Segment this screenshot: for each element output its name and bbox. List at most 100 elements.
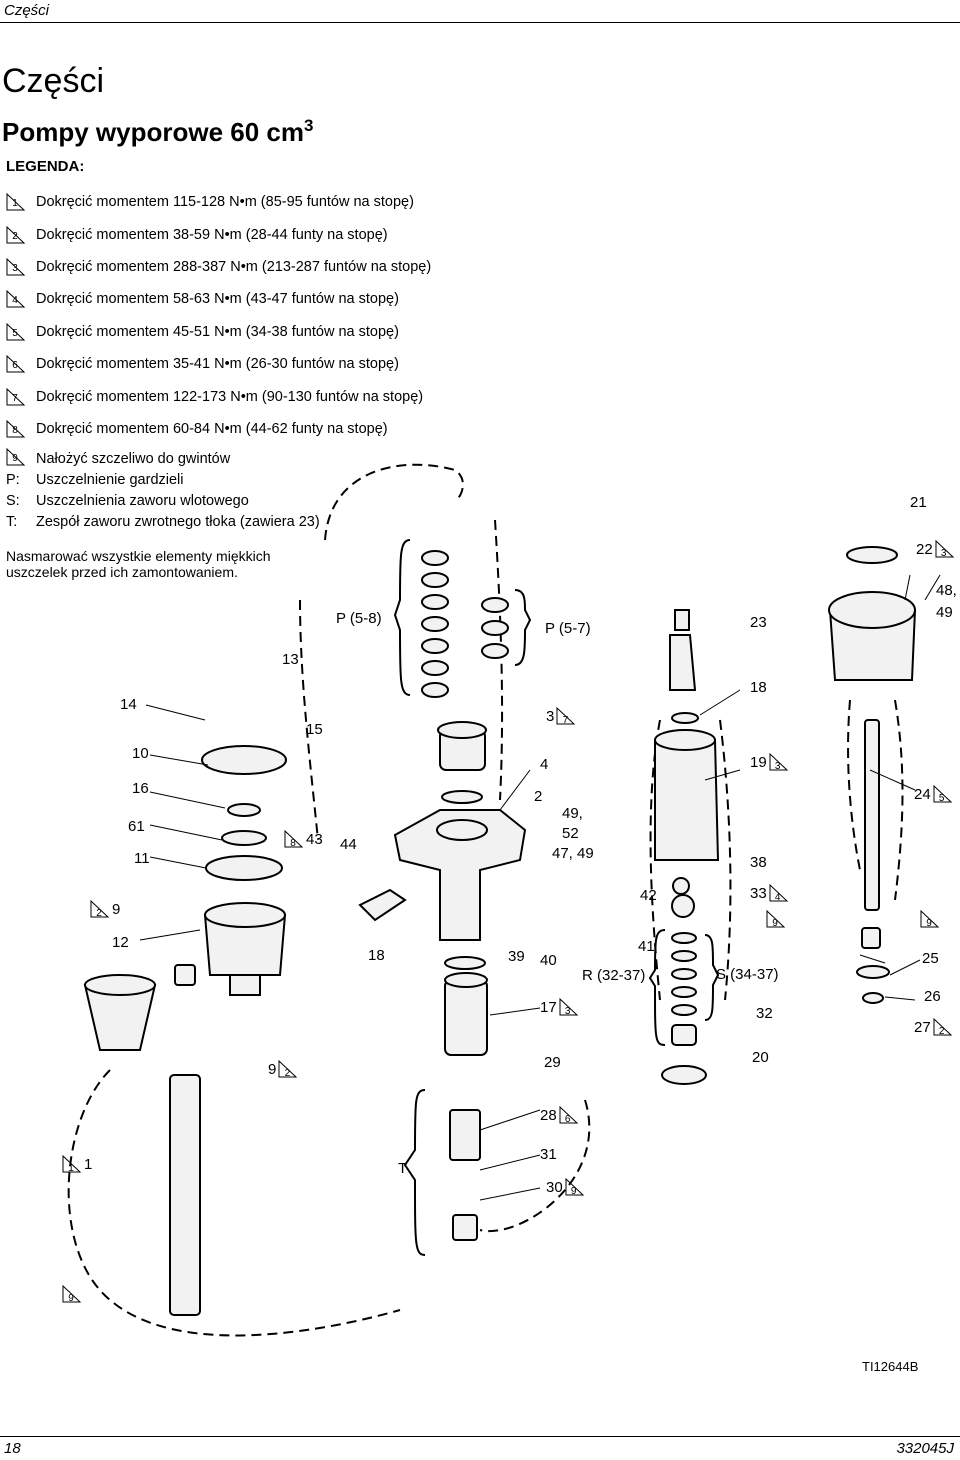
leader-line — [499, 769, 531, 811]
warning-triangle-icon: 6 — [559, 1106, 579, 1125]
part-callout: 41 — [638, 938, 655, 955]
legend-torque-row: 3 Dokręcić momentem 288-387 N•m (213-287 … — [6, 251, 431, 283]
part-callout: 11 — [134, 850, 150, 867]
displacement-rod — [169, 1074, 201, 1316]
warning-triangle-icon: 1 — [62, 1155, 82, 1174]
dashed-guide-line — [847, 699, 861, 871]
legend-torque-text: Dokręcić momentem 58-63 N•m (43-47 funtó… — [36, 291, 399, 308]
part-callout: 18 — [750, 679, 767, 696]
leader-line — [149, 856, 207, 869]
part-callout: 25 — [922, 950, 939, 967]
part-callout: 26 — [924, 988, 941, 1005]
leader-line — [139, 929, 201, 941]
warning-triangle-icon: 8 — [6, 419, 26, 438]
legend-key-row: T:Zespół zaworu zwrotnego tłoka (zawiera… — [6, 513, 320, 530]
legend-torque-row: 5 Dokręcić momentem 45-51 N•m (34-38 funt… — [6, 316, 431, 348]
part-callout: 9 — [920, 910, 940, 929]
dashed-guide-line — [479, 1099, 591, 1233]
page-title: Części — [2, 62, 105, 100]
bleed-nut — [174, 964, 196, 986]
legend-sealant-text: Nałożyć szczeliwo do gwintów — [36, 450, 231, 467]
legend-torque-text: Dokręcić momentem 38-59 N•m (28-44 funty… — [36, 226, 388, 243]
part-callout: P (5-8) — [336, 610, 382, 627]
part-callout: 29 — [544, 1054, 561, 1071]
legend-torque-row: 7 Dokręcić momentem 122-173 N•m (90-130 f… — [6, 380, 431, 412]
pump-cylinder — [444, 979, 488, 1056]
pump-outlet-housing — [393, 809, 527, 941]
part-callout: 61 — [128, 818, 145, 835]
legend-key-row: P:Uszczelnienie gardzieli — [6, 471, 184, 488]
running-header: Części — [4, 2, 50, 19]
intake-housing — [654, 739, 720, 861]
dashed-guide-line — [719, 719, 732, 1001]
legend-torque-row: 2 Dokręcić momentem 38-59 N•m (28-44 funt… — [6, 218, 431, 250]
page-number: 18 — [4, 1440, 21, 1457]
warning-triangle-icon: 5 — [933, 785, 953, 804]
leader-line — [924, 574, 941, 601]
legend-key-list: 9 Nałożyć szczeliwo do gwintów P:Uszczel… — [6, 447, 320, 532]
legend-sealant-row: 9 Nałożyć szczeliwo do gwintów — [6, 447, 320, 469]
part-callout: 13 — [282, 651, 299, 668]
foot-valve-seat — [661, 1065, 707, 1085]
leader-line — [889, 959, 921, 976]
outlet-fitting — [358, 888, 407, 922]
warning-triangle-icon: 3 — [559, 998, 579, 1017]
mounting-plate — [201, 745, 287, 775]
warning-triangle-icon: 9 — [920, 910, 940, 929]
part-callout: P (5-7) — [545, 620, 591, 637]
leader-line — [884, 996, 916, 1001]
leader-line — [704, 769, 741, 781]
part-callout: 47, 49 — [552, 845, 594, 862]
warning-triangle-icon: 5 — [6, 322, 26, 341]
part-callout: 52 — [562, 825, 579, 842]
warning-triangle-icon: 1 — [6, 193, 26, 211]
part-callout: S (34-37) — [716, 966, 779, 983]
warning-triangle-icon: 3 — [6, 257, 26, 276]
legend-torque-text: Dokręcić momentem 122-173 N•m (90-130 fu… — [36, 388, 424, 405]
warning-triangle-icon: 6 — [6, 355, 26, 373]
legend-torque-text: Dokręcić momentem 288-387 N•m (213-287 f… — [36, 258, 432, 275]
part-callout: 12 — [112, 934, 129, 951]
legend-torque-text: Dokręcić momentem 35-41 N•m (26-30 funtó… — [36, 356, 399, 373]
leader-line — [149, 754, 209, 766]
document-number: 332045J — [896, 1440, 954, 1457]
page-subtitle: Pompy wyporowe 60 cm3 — [2, 116, 314, 147]
footer-rule — [0, 1436, 960, 1437]
leader-line — [479, 1187, 541, 1201]
warning-triangle-icon: 4 — [769, 884, 789, 903]
part-callout: 23 — [750, 614, 767, 631]
part-callout: 10 — [132, 745, 149, 762]
legend-torque-list: 1 Dokręcić momentem 115-128 N•m (85-95 fu… — [6, 186, 431, 445]
warning-triangle-icon: 9 — [6, 447, 26, 466]
part-callout: 49 — [936, 604, 953, 621]
dashed-guide-line — [494, 519, 504, 801]
part-callout: 9 — [766, 910, 786, 929]
leader-line — [859, 954, 886, 964]
dashed-guide-line — [894, 699, 904, 901]
part-callout: 20 — [752, 1049, 769, 1066]
leader-line — [479, 1109, 541, 1131]
part-callout: 21 — [910, 494, 927, 511]
part-callout: 39 — [508, 948, 525, 965]
warning-triangle-icon: 2 — [6, 225, 26, 244]
legend-torque-text: Dokręcić momentem 115-128 N•m (85-95 fun… — [36, 194, 414, 211]
part-callout: R (32-37) — [582, 967, 646, 984]
part-callout: 16 — [132, 780, 149, 797]
warning-triangle-icon: 7 — [6, 387, 26, 406]
legend-torque-text: Dokręcić momentem 45-51 N•m (34-38 funtó… — [36, 323, 399, 340]
warning-triangle-icon: 3 — [935, 540, 955, 559]
warning-triangle-icon: 2 — [933, 1018, 953, 1037]
part-callout: 9 — [62, 1285, 82, 1304]
part-callout: 49, — [562, 805, 583, 822]
part-callout: 4 — [540, 756, 549, 773]
part-callout: 42 — [640, 887, 657, 904]
leader-line — [489, 1007, 541, 1016]
